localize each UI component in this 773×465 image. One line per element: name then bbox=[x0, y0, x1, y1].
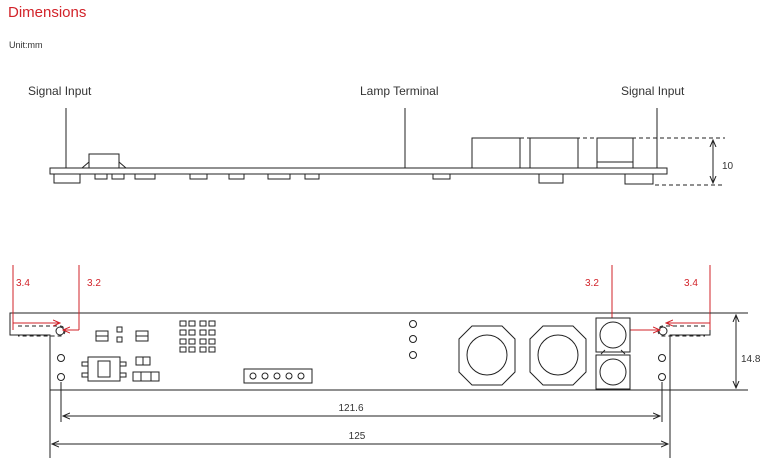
top-view: 3.4 3.2 3.2 3.4 bbox=[9, 265, 761, 458]
smd-group-left bbox=[81, 326, 160, 382]
pcb-side-board bbox=[49, 167, 668, 175]
side-bottom-part bbox=[53, 173, 81, 184]
side-label-signal-input-right: Signal Input bbox=[621, 84, 685, 98]
page-title: Dimensions bbox=[8, 4, 87, 21]
side-connector bbox=[88, 153, 120, 169]
ic-grid bbox=[179, 320, 216, 353]
side-capacitor bbox=[596, 137, 634, 169]
dim-left-outer-value: 3.4 bbox=[16, 278, 30, 289]
dim-height-side-value: 10 bbox=[722, 161, 734, 172]
unit-label: Unit:mm bbox=[9, 40, 43, 50]
side-inductor-1 bbox=[471, 137, 521, 169]
dim-right-inner-value: 3.2 bbox=[585, 278, 599, 289]
side-label-signal-input-left: Signal Input bbox=[28, 84, 92, 98]
lamp-terminal-holes bbox=[409, 320, 417, 359]
dim-right-outer-value: 3.4 bbox=[684, 278, 698, 289]
dim-inner-length-value: 121.6 bbox=[338, 403, 363, 414]
side-label-lamp-terminal: Lamp Terminal bbox=[360, 84, 438, 98]
side-view: Signal Input Lamp Terminal Signal Input bbox=[28, 84, 734, 186]
dim-total-length-value: 125 bbox=[349, 431, 366, 442]
dim-left-inner-value: 3.2 bbox=[87, 278, 101, 289]
dim-height-top-value: 14.8 bbox=[741, 354, 761, 365]
side-inductor-2 bbox=[529, 137, 579, 169]
